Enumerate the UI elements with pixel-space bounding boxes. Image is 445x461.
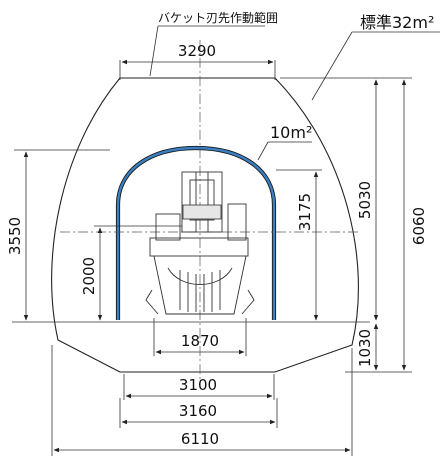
dim-height-upper: 5030 (356, 79, 379, 321)
dim-small-height-text: 3175 (296, 193, 314, 231)
dim-base-3100-text: 3100 (179, 376, 217, 394)
dim-left-height-text: 3550 (6, 217, 24, 255)
small-tunnel-outline-color (116, 146, 276, 320)
dim-height-full-text: 6060 (410, 207, 428, 245)
bucket-range-callout: バケット刃先作動範囲 (149, 10, 278, 77)
dim-height-upper-text: 5030 (356, 181, 374, 219)
dim-small-height: 3175 (276, 169, 322, 321)
dim-machine-width-text: 1870 (181, 332, 219, 350)
dim-base-6110: 6110 (51, 345, 353, 456)
dim-top-width-text: 3290 (178, 42, 216, 60)
dim-base-6110-text: 6110 (181, 430, 219, 448)
standard-area-callout: 標準32m² (311, 13, 440, 101)
small-area-callout: 10m² (257, 123, 312, 161)
dim-left-height: 3550 (6, 149, 110, 321)
bucket-range-label: バケット刃先作動範囲 (158, 10, 278, 25)
dim-height-full: 6060 (280, 77, 428, 373)
excavator-machine (145, 171, 255, 315)
dim-base-3160: 3160 (119, 398, 278, 428)
standard-area-label: 標準32m² (360, 13, 434, 32)
dim-base-3160-text: 3160 (179, 402, 217, 420)
dim-base-3100: 3100 (123, 374, 275, 400)
dim-top-width: 3290 (119, 42, 276, 80)
dim-machine-width: 1870 (153, 318, 247, 356)
dim-machine-height-text: 2000 (80, 257, 98, 295)
dim-height-lower-text: 1030 (356, 329, 374, 367)
dim-height-lower: 1030 (356, 323, 379, 371)
dim-machine-height: 2000 (80, 225, 182, 321)
small-area-label: 10m² (270, 123, 312, 142)
